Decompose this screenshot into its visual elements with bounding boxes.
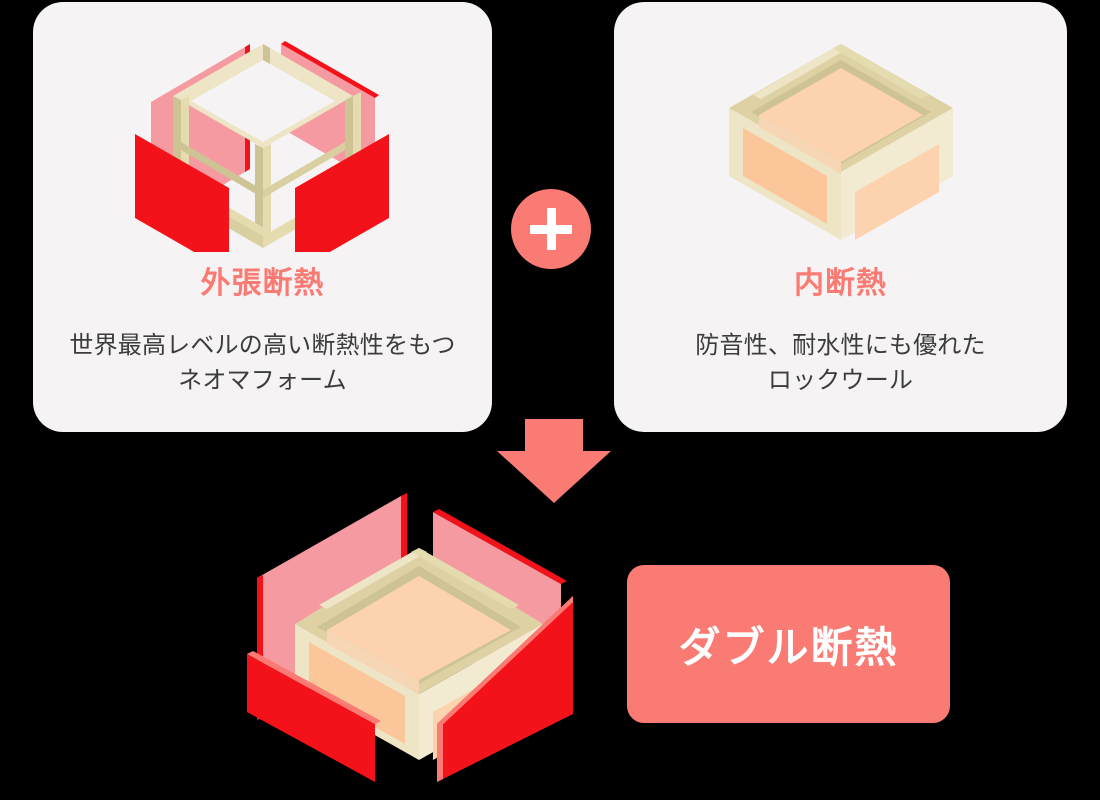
card-title: 内断熱 <box>794 267 887 300</box>
down-arrow-glyph <box>497 419 611 503</box>
double-insulation-illustration <box>243 492 593 782</box>
card-outer-insulation: 外張断熱 世界最高レベルの高い断熱性をもつ ネオマフォーム <box>33 2 492 432</box>
card-description: 防音性、耐水性にも優れた ロックウール <box>695 332 986 394</box>
result-label-text: ダブル断熱 <box>678 623 899 671</box>
plus-icon-vertical-bar <box>546 208 556 250</box>
card-title: 外張断熱 <box>200 267 325 300</box>
inner-insulation-illustration <box>614 2 1067 257</box>
plus-icon <box>511 189 591 269</box>
isometric-frame-with-red-panels-icon <box>134 41 389 252</box>
outer-insulation-illustration <box>33 2 492 257</box>
isometric-double-insulation-box-icon <box>247 493 573 782</box>
card-inner-insulation: 内断熱 防音性、耐水性にも優れた ロックウール <box>614 2 1067 432</box>
result-label-button[interactable]: ダブル断熱 <box>627 565 950 723</box>
isometric-beige-box-icon <box>728 44 953 240</box>
card-description: 世界最高レベルの高い断熱性をもつ ネオマフォーム <box>69 332 456 394</box>
down-arrow-icon <box>497 419 611 503</box>
